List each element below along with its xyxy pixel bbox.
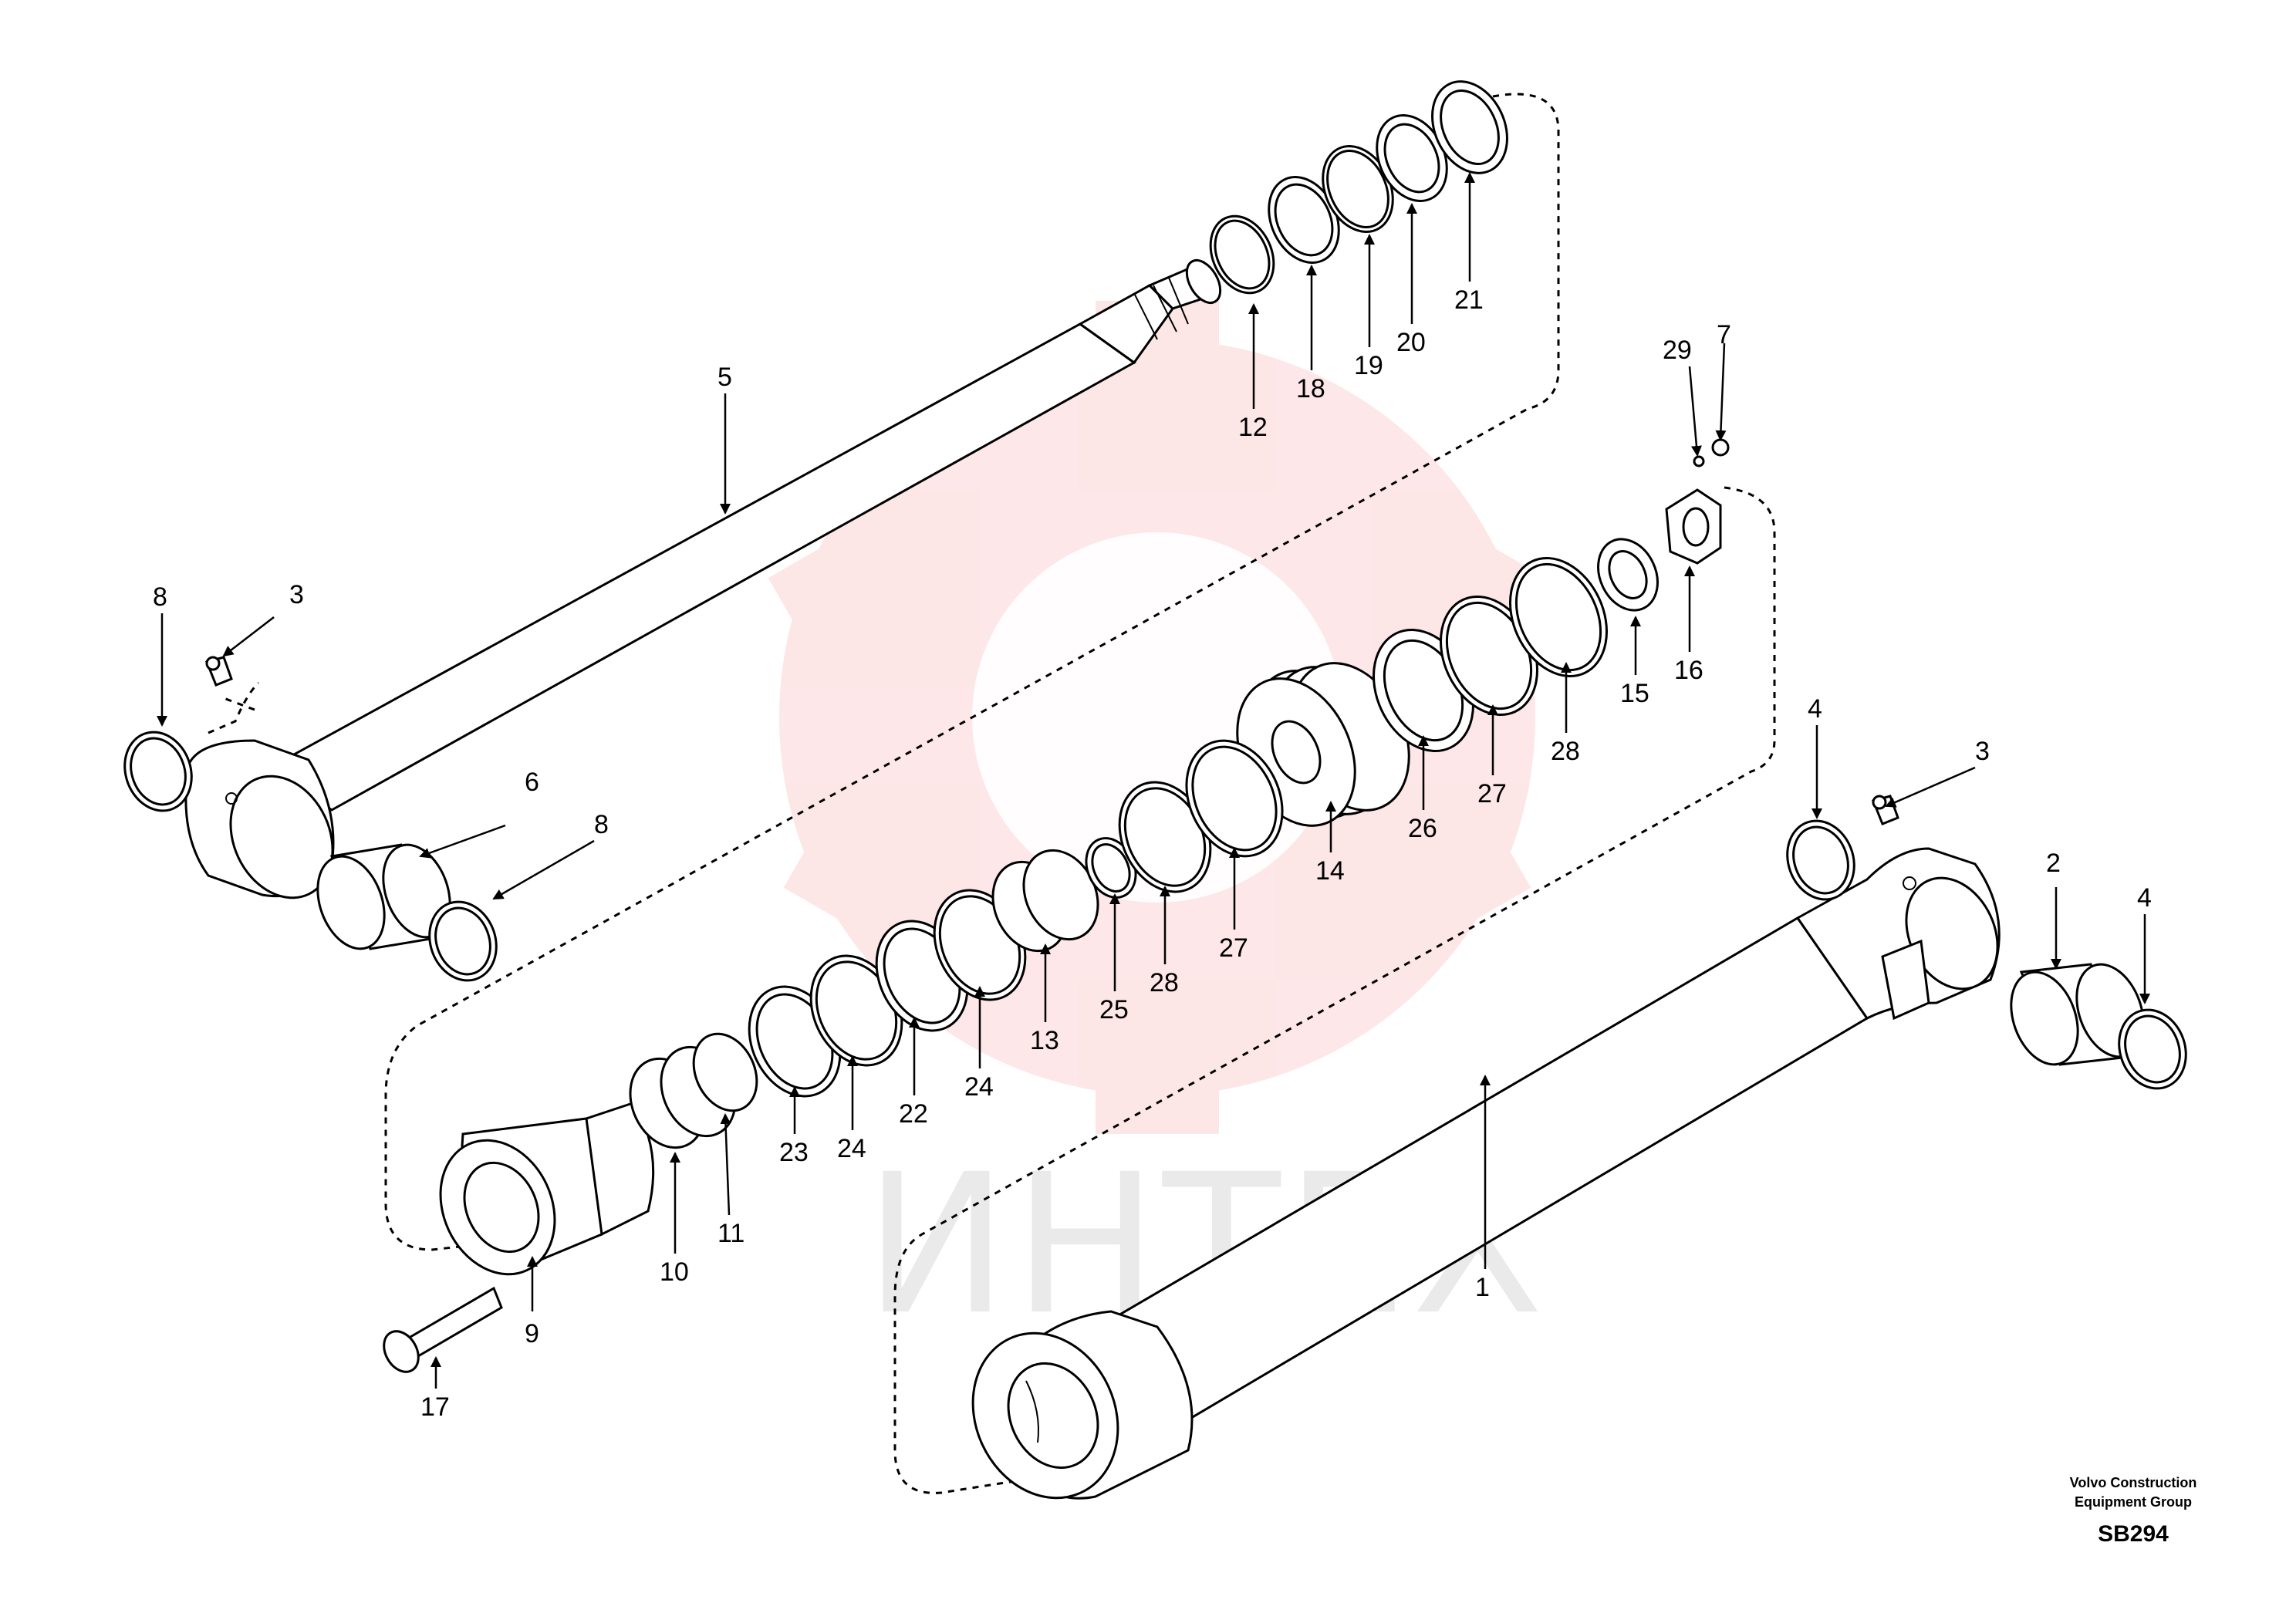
piston-rod [184,259,1222,899]
lock-nut [1665,488,1722,565]
callout-29: 29 [1663,336,1692,365]
cylinder-tube [971,847,2001,1500]
callout-2: 2 [2046,849,2061,878]
callout-4: 4 [1808,694,1822,724]
callout-25: 25 [1099,995,1129,1024]
callout-27: 27 [1219,933,1248,963]
callout-5: 5 [718,363,732,392]
company-line-1: Volvo Construction [2070,1475,2197,1490]
callout-22: 22 [899,1099,928,1129]
callout-10: 10 [660,1257,689,1287]
callout-13: 13 [1030,1026,1059,1055]
callout-6: 6 [525,768,539,797]
company-line-2: Equipment Group [2075,1494,2192,1510]
cylinder-head [439,1102,655,1276]
callout-3: 3 [1975,737,1990,766]
callout-14: 14 [1315,856,1345,886]
callout-26: 26 [1408,814,1437,843]
grease-nipple-upper [204,656,233,687]
callout-1: 1 [1475,1273,1490,1302]
callout-labels: 1 2 3 3 4 4 5 6 7 8 8 9 10 11 12 13 14 1… [153,285,2152,1422]
callout-15: 15 [1620,679,1649,708]
callout-7: 7 [1717,320,1731,349]
callout-8: 8 [153,582,167,612]
callout-20: 20 [1396,328,1426,357]
callout-28: 28 [1150,968,1179,997]
assembly-path-upper [384,93,1560,1251]
footer-block: Volvo Construction Equipment Group SB294 [2070,1475,2197,1547]
callout-12: 12 [1238,413,1268,442]
set-screw [1693,438,1730,467]
callout-27b: 27 [1477,779,1507,808]
callout-23: 23 [779,1138,809,1167]
callout-leaders [157,172,2150,1389]
callout-18: 18 [1296,374,1325,403]
bolt [383,1286,503,1373]
callout-21: 21 [1454,285,1484,315]
grease-nipple-lower [1871,795,1899,825]
callout-4b: 4 [2137,883,2152,913]
callout-17: 17 [420,1392,450,1422]
sheet-id: SB294 [2098,1521,2169,1547]
callout-3b: 3 [289,580,304,609]
callout-24: 24 [837,1134,866,1163]
callout-19: 19 [1354,351,1383,380]
callout-24b: 24 [964,1072,994,1102]
bushing-left [316,843,451,950]
assembly-path-lower [893,486,1776,1494]
callout-28b: 28 [1551,737,1580,766]
seal-rings [123,80,2187,1149]
callout-8b: 8 [594,810,609,839]
callout-16: 16 [1674,656,1703,685]
callout-11: 11 [718,1219,745,1248]
callout-9: 9 [525,1319,539,1348]
